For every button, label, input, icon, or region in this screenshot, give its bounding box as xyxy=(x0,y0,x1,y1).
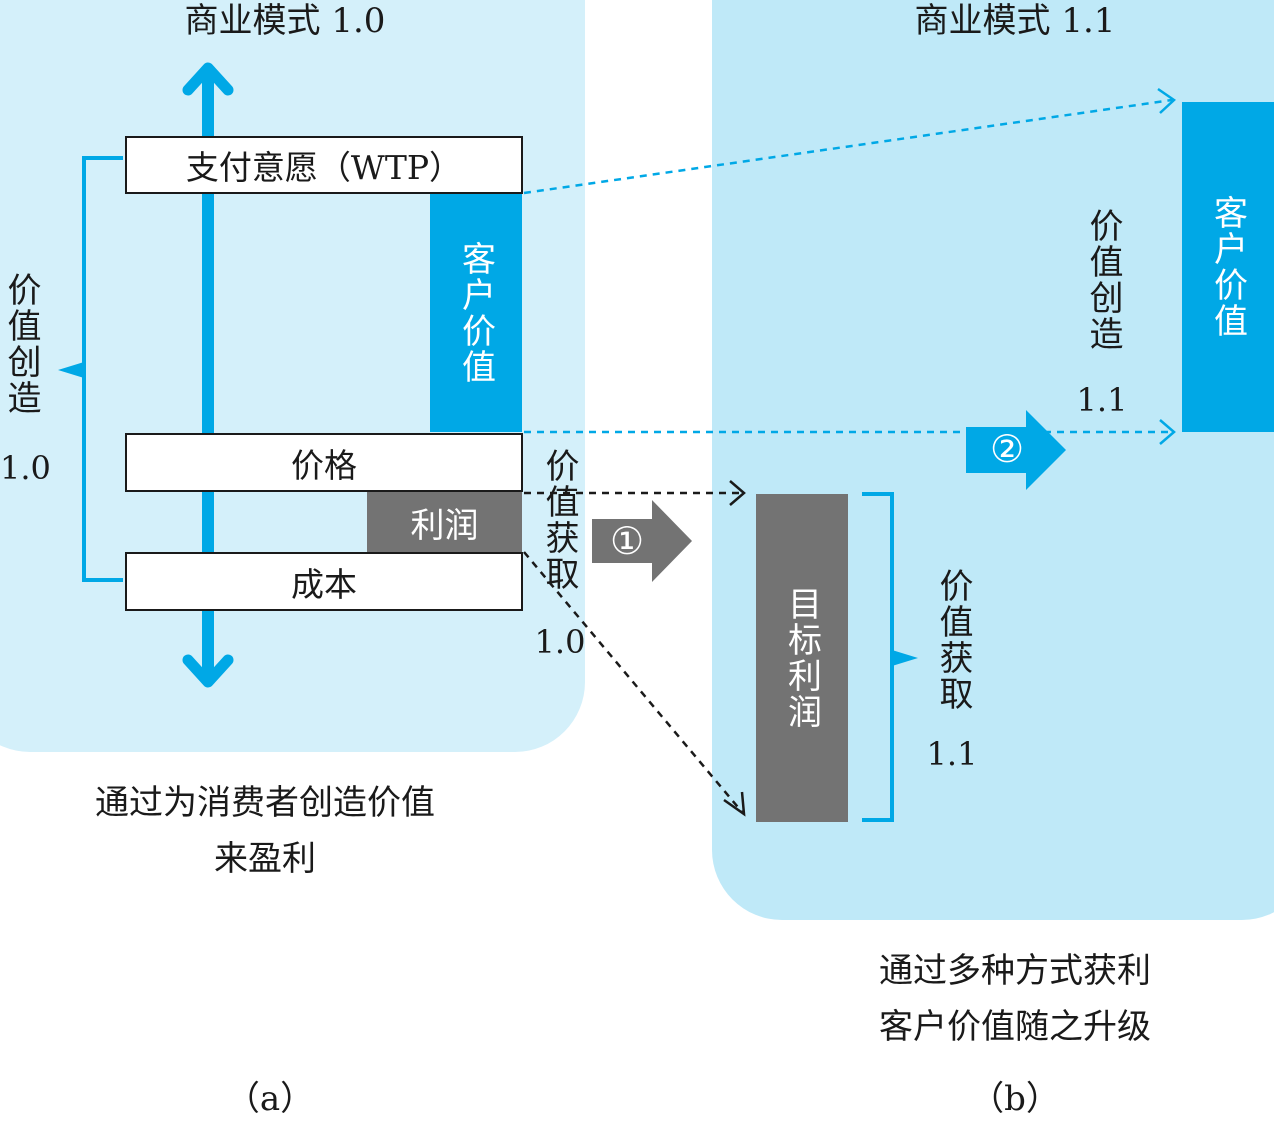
value-creation-label-b: 价值创造 xyxy=(1083,208,1123,352)
customer-value-block-a: 客户价值 xyxy=(430,194,522,432)
step-2-block-arrow-icon xyxy=(966,410,1066,490)
caption-a-line-2: 来盈利 xyxy=(214,839,316,879)
dashed-arrowhead-icon xyxy=(729,480,746,506)
step-1-block-arrow-icon xyxy=(592,500,692,582)
value-capture-label-a: 价值获取 xyxy=(539,448,579,592)
caption-b-line-2: 客户价值随之升级 xyxy=(879,1007,1151,1047)
value-capture-version-b: 1.1 xyxy=(926,735,978,773)
value-capture-label-b: 价值获取 xyxy=(933,568,973,712)
profit-block: 利润 xyxy=(367,492,522,552)
model-a-title: 商业模式 1.0 xyxy=(184,1,386,41)
dashed-arrowhead-icon xyxy=(723,791,746,817)
value-capture-version-a: 1.0 xyxy=(534,623,586,661)
bracket-value-creation-1-0 xyxy=(82,156,123,582)
value-creation-version-a: 1.0 xyxy=(0,449,51,487)
dashed-arrowhead-icon xyxy=(1159,419,1176,445)
axis-arrow-down-icon xyxy=(182,654,234,688)
value-creation-version-b: 1.1 xyxy=(1076,381,1128,419)
dashed-arrow-wtp-to-customer-value xyxy=(523,98,1173,195)
bracket-value-capture-1-1 xyxy=(862,492,894,822)
bracket-tip-icon xyxy=(892,650,918,666)
price-box: 价格 xyxy=(125,433,523,492)
step-1-marker: ① xyxy=(610,519,645,563)
value-creation-label-a: 价值创造 xyxy=(1,272,41,416)
dashed-arrow-cost-to-target xyxy=(523,551,743,813)
cost-box: 成本 xyxy=(125,552,523,611)
sub-label-b: （b） xyxy=(970,1079,1060,1119)
target-profit-block: 目标利润 xyxy=(756,494,848,822)
axis-arrow-up-icon xyxy=(182,62,234,96)
wtp-box: 支付意愿（WTP） xyxy=(125,136,523,194)
customer-value-block-b: 客户价值 xyxy=(1182,102,1274,432)
caption-a-line-1: 通过为消费者创造价值 xyxy=(95,783,435,823)
sub-label-a: （a） xyxy=(225,1079,315,1119)
bracket-tip-icon xyxy=(58,362,84,378)
model-b-title: 商业模式 1.1 xyxy=(914,1,1116,41)
dashed-arrowhead-icon xyxy=(1157,87,1176,114)
caption-b-line-1: 通过多种方式获利 xyxy=(879,951,1151,991)
step-2-marker: ② xyxy=(990,427,1025,471)
